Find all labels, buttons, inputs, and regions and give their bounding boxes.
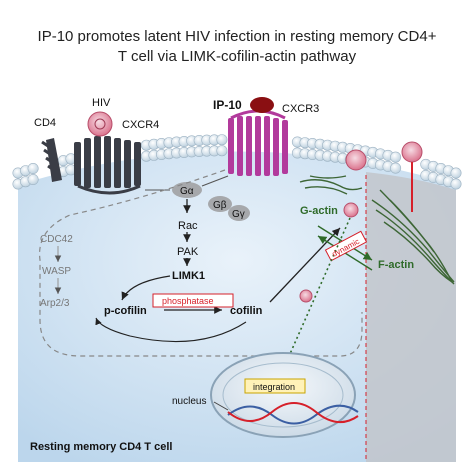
f-actin-label: F-actin [378,259,414,271]
cxcr4-label: CXCR4 [122,119,159,131]
figure-title-line-1: IP-10 promotes latent HIV infection in r… [37,28,437,45]
membrane-bead [216,145,228,157]
membrane-bead [450,178,462,190]
pak-label: PAK [177,246,199,258]
dna-strand-1 [227,404,359,425]
limk1-label: LIMK1 [172,270,205,282]
g-beta-subunit [208,196,232,212]
g-alpha-label: Gα [180,186,194,197]
g-alpha-subunit [172,182,202,198]
cxcr4-receptor [74,136,141,195]
phosphatase-box [152,293,234,308]
cortical-region [366,172,456,462]
cell-membrane [12,134,462,190]
nucleus-inner [222,362,344,428]
dashed-cdc42-loop [38,169,363,357]
nucleus-body [210,352,356,438]
hiv-label: HIV [92,97,111,109]
cdc42-label: CDC42 [40,234,73,245]
cxcr3-receptor [228,109,288,176]
g-actin-label: G-actin [300,205,338,217]
membrane-bead [390,151,402,163]
ip10-label: IP-10 [213,98,242,112]
p-cofilin-label: p-cofilin [104,305,147,317]
rac-label: Rac [178,220,198,232]
cofilin-loop [95,317,247,343]
cd4-receptor [41,138,62,182]
g-gamma-subunit [228,205,250,221]
hiv-virion-membrane [345,149,367,171]
membrane-bead [450,167,462,179]
g-gamma-label: Gγ [232,209,245,220]
hiv-virion-cortex [401,141,423,212]
wasp-label: WASP [42,266,71,277]
g-beta-label: Gβ [213,200,227,211]
integration-label: integration [253,382,295,392]
arp23-label: Arp2/3 [40,298,70,309]
phosphatase-label: phosphatase [162,296,214,306]
hiv-virion-cytoplasm [299,202,359,303]
cofilin-label: cofilin [230,305,263,317]
cd4-label: CD4 [34,117,56,129]
actin-filaments [299,175,455,285]
membrane-bead [216,134,228,146]
arrow-cxcr3-galpha [201,175,229,187]
dna-strand-2 [227,402,359,423]
virus-entry-path [281,217,351,373]
figure-title-line-2: T cell via LIMK-cofilin-actin pathway [117,48,357,65]
ip10-ligand [250,97,274,113]
cell-type-label: Resting memory CD4 T cell [30,441,172,453]
arrow-cofilin-actin [269,227,341,303]
membrane-bead [27,163,39,175]
membrane-bead [27,174,39,186]
arrow-nucleus-label [213,401,229,411]
dynamic-box [324,230,368,262]
nucleus-label: nucleus [172,396,206,407]
arrow-limk1-pcofilin [121,275,171,301]
integration-box [244,378,306,394]
cxcr3-label: CXCR3 [282,103,319,115]
hiv-virion [87,111,113,137]
membrane-bead [390,162,402,174]
